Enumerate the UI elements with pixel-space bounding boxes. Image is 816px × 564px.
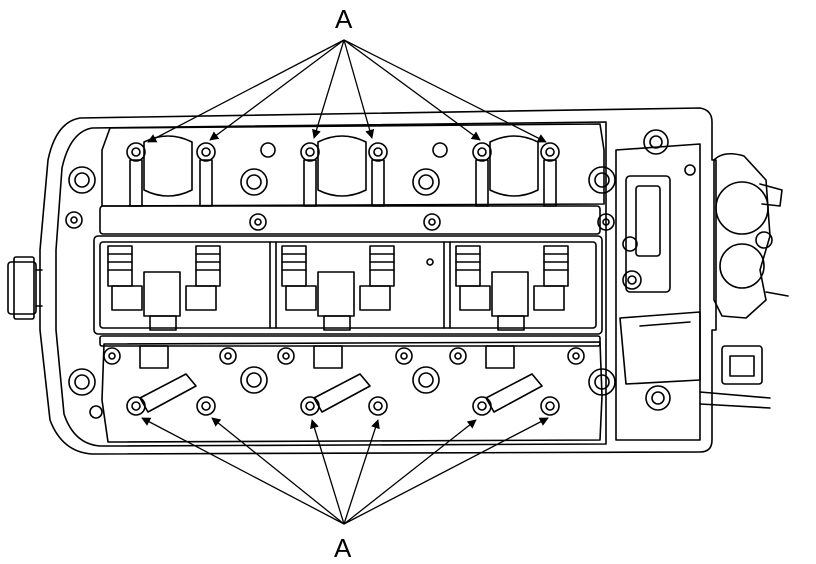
small-bolts bbox=[66, 143, 614, 418]
sensor-cap bbox=[700, 154, 788, 408]
callout-label-bottom: A bbox=[334, 533, 352, 563]
valve-chamber bbox=[94, 236, 602, 334]
spark-plug-wells bbox=[144, 136, 538, 196]
callout-lines-top bbox=[147, 40, 547, 142]
rocker-shaft-lower bbox=[100, 336, 600, 346]
adjusting-screws-lower bbox=[127, 346, 559, 415]
callout-label-top: A bbox=[335, 4, 353, 34]
head-bolts bbox=[69, 167, 615, 395]
rocker-arms bbox=[112, 259, 564, 330]
adjusting-screws-upper bbox=[127, 143, 559, 206]
callout-lines-bottom bbox=[141, 418, 549, 524]
lower-gallery bbox=[102, 342, 602, 442]
camshaft-stub-left bbox=[8, 257, 42, 319]
rocker-shaft-upper bbox=[100, 206, 600, 234]
cam-housing-right bbox=[616, 130, 700, 440]
valve-springs bbox=[108, 246, 568, 286]
head-outer-outline bbox=[40, 108, 716, 454]
head-inner-outline bbox=[56, 122, 606, 446]
